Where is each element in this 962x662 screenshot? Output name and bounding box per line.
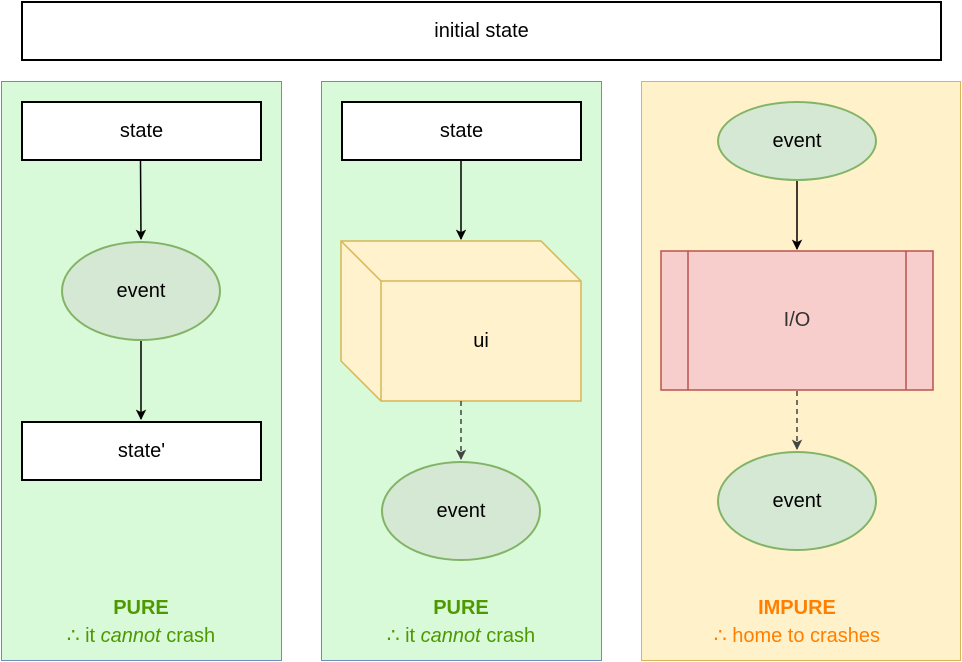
home-to-crashes-text: ∴ home to crashes (713, 625, 881, 647)
cannot-crash-text: ∴ it cannot crash (386, 625, 536, 647)
state-box: state (21, 101, 262, 161)
event-label: event (116, 279, 166, 302)
state-prime-box: state' (21, 421, 262, 481)
io-box: I/O (661, 251, 933, 390)
ui-label: ui (473, 329, 489, 352)
event-ellipse: event (61, 241, 221, 341)
panel-2-caption: PURE ∴ it cannot crash (321, 594, 601, 650)
panel-pure-state-transition (1, 81, 282, 661)
state-label: state (439, 119, 484, 142)
event-ellipse: event (381, 461, 541, 561)
ui-box: ui (381, 281, 581, 401)
state-prime-label: state' (117, 439, 166, 462)
event-label: event (772, 489, 822, 512)
impure-label: IMPURE (758, 597, 836, 619)
state-label: state (119, 119, 164, 142)
io-label: I/O (783, 309, 811, 331)
pure-label: PURE (433, 597, 489, 619)
event-label: event (772, 129, 822, 152)
event-ellipse-top: event (717, 101, 877, 181)
panel-1-caption: PURE ∴ it cannot crash (1, 594, 281, 650)
cannot-crash-text: ∴ it cannot crash (66, 625, 216, 647)
event-ellipse-bottom: event (717, 451, 877, 551)
initial-state-box: initial state (21, 1, 942, 61)
state-box: state (341, 101, 582, 161)
pure-label: PURE (113, 597, 169, 619)
initial-state-label: initial state (434, 19, 529, 42)
panel-3-caption: IMPURE ∴ home to crashes (657, 594, 937, 650)
event-label: event (436, 499, 486, 522)
